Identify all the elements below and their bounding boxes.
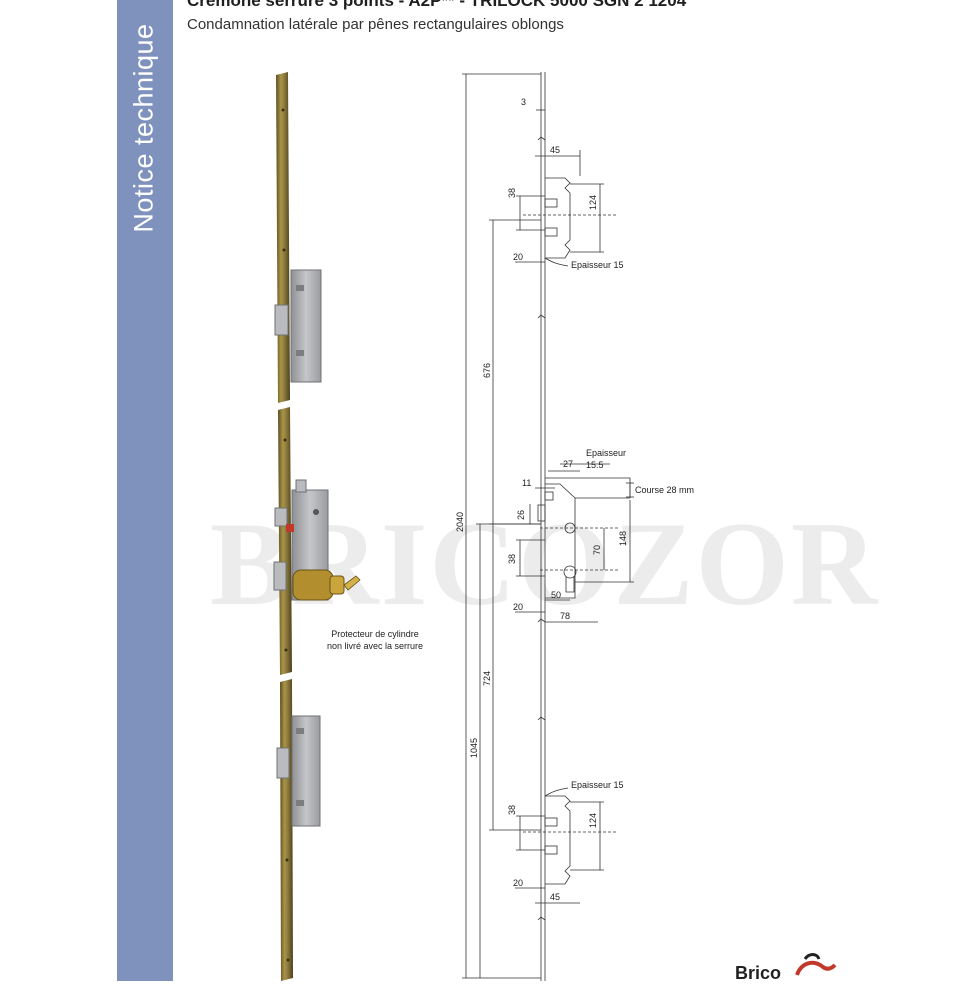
document-title: Crémone serrure 3 points - A2P** - TRILO… — [187, 0, 687, 10]
dim-78: 78 — [560, 611, 570, 621]
label-epaisseur-15-bot: Epaisseur 15 — [571, 780, 624, 790]
dim-20-bot: 20 — [513, 878, 523, 888]
dim-676: 676 — [482, 363, 492, 378]
dim-1045: 1045 — [469, 738, 479, 758]
brand-logo: Brico — [735, 945, 845, 983]
bottom-lock-outline — [523, 795, 618, 885]
dim-26: 26 — [516, 510, 526, 520]
dim-45-bot: 45 — [550, 892, 560, 902]
sidebar-band — [117, 0, 173, 981]
label-epaisseur-15-top: Epaisseur 15 — [571, 260, 624, 270]
center-lock-outline — [537, 477, 631, 599]
dim-724: 724 — [482, 671, 492, 686]
dim-20-mid: 20 — [513, 602, 523, 612]
faceplate-outline — [537, 72, 546, 981]
brand-wave-icon — [795, 960, 837, 976]
dim-38-mid: 38 — [507, 554, 517, 564]
dim-70: 70 — [592, 545, 602, 555]
document-subtitle: Condamnation latérale par pênes rectangu… — [187, 16, 564, 33]
label-epaisseur-mid: Epaisseur — [586, 448, 626, 458]
top-lock-outline — [523, 177, 618, 259]
dim-124-bot: 124 — [588, 813, 598, 828]
dim-124-top: 124 — [588, 195, 598, 210]
page-sheet — [117, 0, 863, 981]
label-course: Course 28 mm — [635, 485, 694, 495]
caption-line-1: Protecteur de cylindre — [331, 629, 419, 639]
cylinder-caption: Protecteur de cylindre non livré avec la… — [310, 628, 440, 652]
center-lock-case — [273, 479, 361, 601]
dim-15-5: 15.5 — [586, 460, 604, 470]
brand-logo-text: Brico — [735, 963, 781, 981]
dim-27: 27 — [563, 459, 573, 469]
dim-3: 3 — [521, 97, 526, 107]
dim-2040: 2040 — [455, 512, 465, 532]
dim-38-bot: 38 — [507, 805, 517, 815]
dim-50: 50 — [551, 590, 561, 600]
dim-20-top: 20 — [513, 252, 523, 262]
caption-line-2: non livré avec la serrure — [326, 641, 424, 651]
bottom-lock-case — [276, 715, 321, 827]
dim-148: 148 — [618, 531, 628, 546]
dim-11: 11 — [522, 478, 531, 488]
dim-45-top: 45 — [550, 145, 560, 155]
dim-38-top: 38 — [507, 188, 517, 198]
top-lock-case — [274, 269, 322, 383]
